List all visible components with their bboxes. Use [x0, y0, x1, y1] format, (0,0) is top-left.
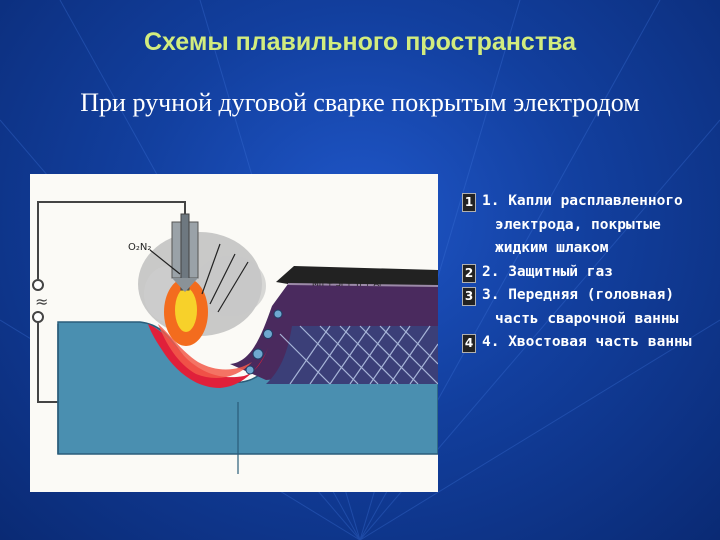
slag-layer [230, 284, 438, 380]
legend-text: 2. Защитный газ [482, 263, 613, 280]
circuit-wire-top [37, 201, 186, 279]
slag-droplet [252, 348, 264, 360]
gas-label: O₂N₂ [128, 242, 151, 253]
terminal-top [32, 279, 44, 291]
bead-hatching [279, 325, 438, 385]
alloy-label: Mn + Si + Ti + Al [312, 279, 381, 288]
slag-droplet [263, 329, 273, 339]
legend-item: 4 4. Хвостовая часть ванны [460, 331, 715, 355]
legend-badge: 2 [462, 263, 476, 283]
legend-item: 2 2. Защитный газ [460, 261, 715, 285]
ac-symbol: ≈ [35, 292, 48, 311]
legend-badge: 3 [462, 287, 476, 306]
legend: 1 1. Капли расплавленного электрода, пок… [460, 190, 715, 355]
legend-item: 1 1. Капли расплавленного электрода, пок… [460, 190, 715, 261]
legend-badge: 1 [462, 193, 476, 212]
welding-diagram: ≈ [30, 174, 438, 492]
legend-item: 3 3. Передняя (головная) часть сварочной… [460, 284, 715, 331]
slide-subtitle: При ручной дуговой сварке покрытым элект… [80, 88, 640, 117]
slag-droplet [273, 309, 283, 319]
legend-text: 3. Передняя (головная) часть сварочной в… [482, 287, 679, 327]
terminal-bottom [32, 311, 44, 323]
slag-droplet [245, 365, 255, 375]
weld-bead [266, 326, 438, 384]
legend-text: 1. Капли расплавленного электрода, покры… [482, 193, 683, 256]
legend-text: 4. Хвостовая часть ванны [482, 334, 692, 350]
slag-crust [276, 266, 438, 286]
legend-badge: 4 [462, 334, 476, 353]
gas-arrows [149, 243, 249, 313]
slide-title: Схемы плавильного пространства [143, 28, 577, 56]
